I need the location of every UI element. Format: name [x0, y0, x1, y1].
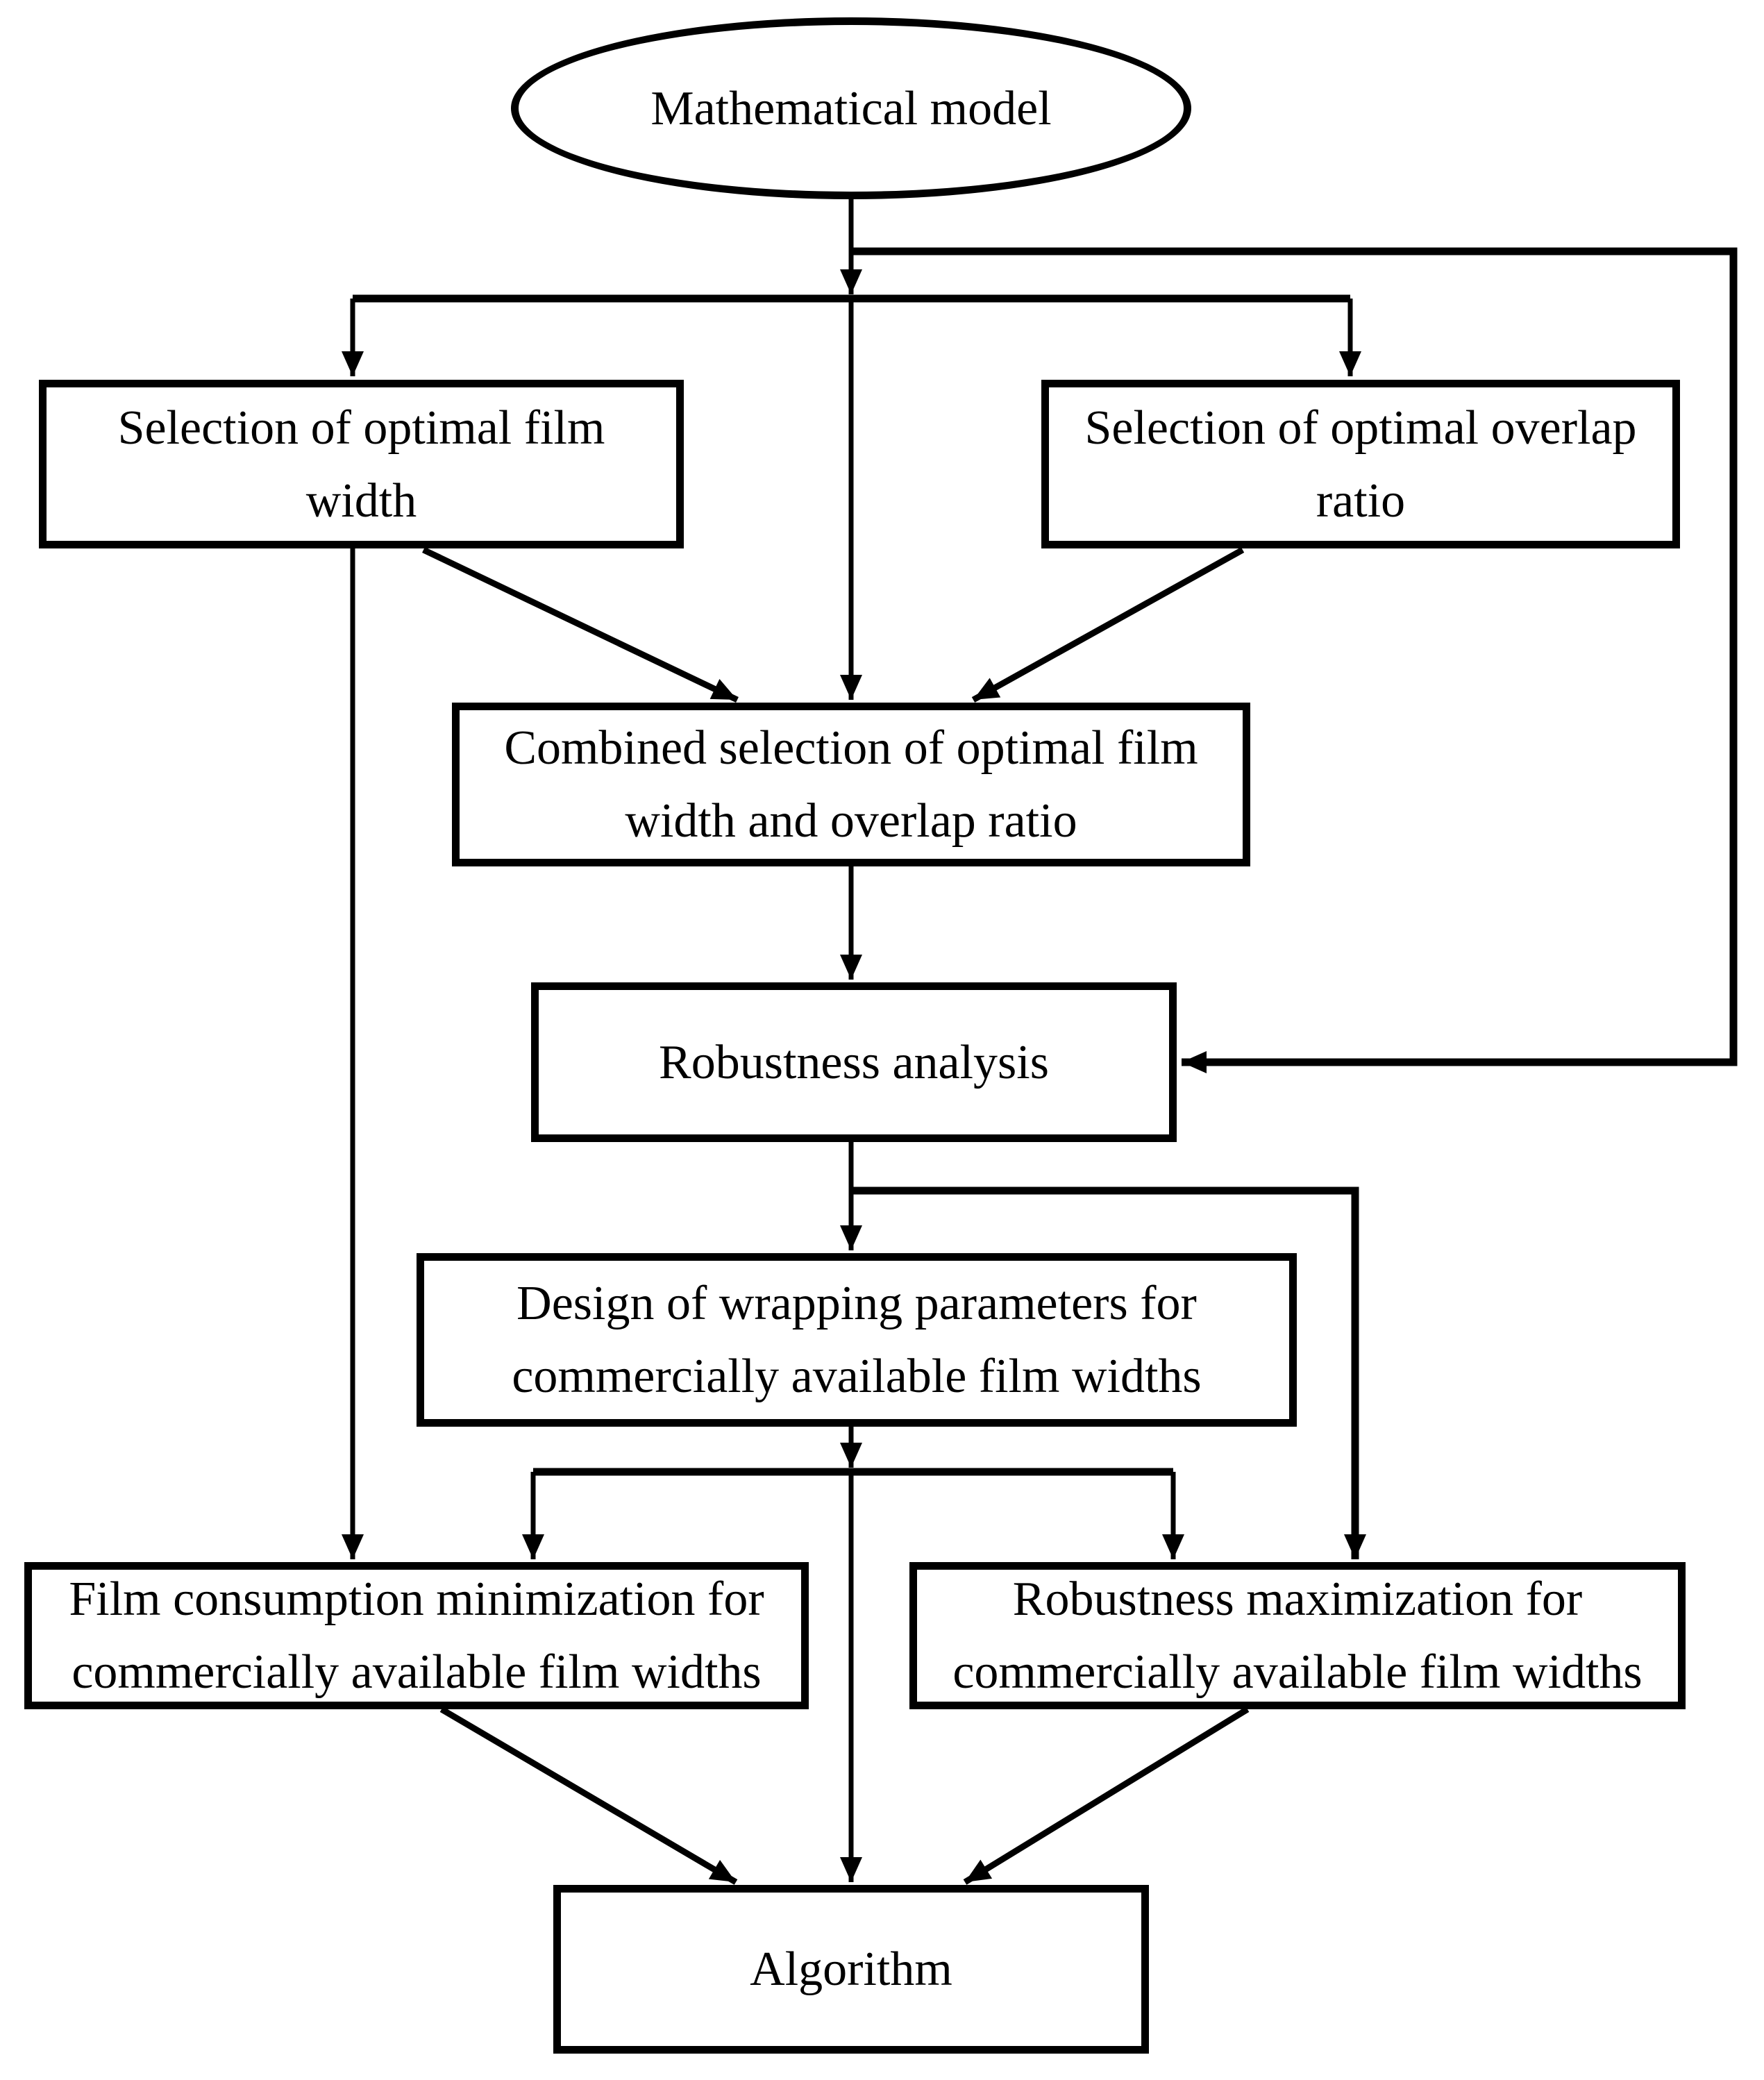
arrow-overlap-to-combined [971, 547, 1245, 703]
node-design-wrapping-parameters-label: Design of wrapping parameters for commer… [512, 1277, 1202, 1403]
node-film-consumption-minimization-label: Film consumption minimization for commer… [69, 1572, 764, 1699]
node-mathematical-model: Mathematical model [511, 17, 1191, 199]
node-robustness-analysis-label: Robustness analysis [659, 1035, 1049, 1089]
arrow-model-feedback-to-robustness [851, 247, 1738, 1073]
arrow-robustness-max-to-algorithm [963, 1706, 1250, 1885]
node-selection-optimal-overlap-ratio: Selection of optimal overlap ratio [1041, 380, 1680, 548]
arrow-film-width-to-combined [422, 546, 739, 703]
node-selection-optimal-film-width: Selection of optimal film width [39, 380, 684, 548]
node-combined-selection-label: Combined selection of optimal film width… [504, 721, 1198, 848]
node-design-wrapping-parameters: Design of wrapping parameters for commer… [417, 1253, 1297, 1427]
node-selection-optimal-overlap-ratio-label: Selection of optimal overlap ratio [1084, 401, 1637, 528]
arrow-robustness-to-robustness-max [851, 1186, 1366, 1559]
node-robustness-maximization-label: Robustness maximization for commercially… [952, 1572, 1643, 1699]
arrow-film-min-to-algorithm [439, 1706, 738, 1885]
node-mathematical-model-label: Mathematical model [650, 81, 1052, 135]
node-algorithm-label: Algorithm [750, 1943, 952, 1996]
node-combined-selection: Combined selection of optimal film width… [452, 703, 1250, 866]
node-film-consumption-minimization: Film consumption minimization for commer… [24, 1562, 809, 1709]
node-robustness-analysis: Robustness analysis [531, 982, 1177, 1142]
node-algorithm: Algorithm [553, 1885, 1149, 2054]
node-robustness-maximization: Robustness maximization for commercially… [909, 1562, 1686, 1709]
node-selection-optimal-film-width-label: Selection of optimal film width [117, 401, 605, 528]
